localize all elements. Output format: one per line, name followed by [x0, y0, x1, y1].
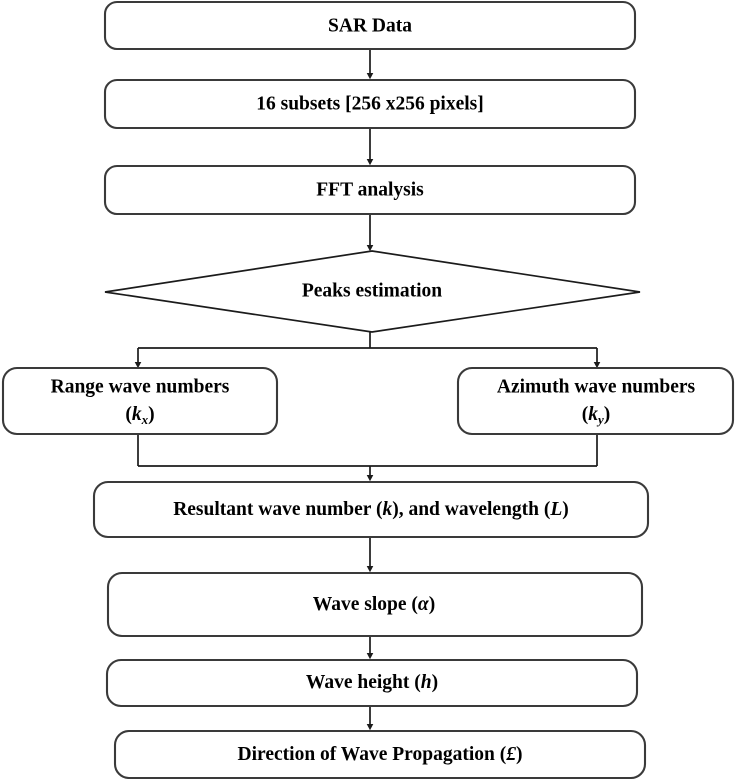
direction-text-part2: ) [516, 744, 523, 765]
node-subsets[interactable]: 16 subsets [256 x256 pixels] [103, 78, 637, 130]
resultant-text-part1: Resultant wave number ( [173, 499, 382, 520]
resultant-text-part3: ) [562, 499, 569, 520]
wave-slope-text-part1: Wave slope ( [313, 594, 418, 615]
range-paren-open: ( [125, 404, 132, 425]
range-wave-numbers-box [1, 366, 279, 436]
azimuth-paren-close: ) [604, 404, 611, 425]
resultant-text-part2: ), and wavelength ( [392, 499, 550, 520]
subsets-label: 16 subsets [256 x256 pixels] [256, 93, 484, 114]
azimuth-wave-numbers-label-line1: Azimuth wave numbers [497, 376, 696, 397]
direction-of-wave-propagation-label: Direction of Wave Propagation (£) [238, 744, 523, 765]
node-wave-height[interactable]: Wave height (h) [105, 658, 639, 708]
resultant-wave-number-label: Resultant wave number (k), and wavelengt… [173, 499, 569, 520]
azimuth-subscript-y: y [596, 412, 604, 427]
node-wave-slope[interactable]: Wave slope (α) [106, 571, 644, 638]
sar-data-box [103, 0, 637, 51]
node-fft-analysis[interactable]: FFT analysis [103, 164, 637, 216]
resultant-symbol-k: k [382, 499, 392, 520]
wave-slope-label: Wave slope (α) [313, 594, 435, 615]
node-resultant-wave-number[interactable]: Resultant wave number (k), and wavelengt… [92, 480, 650, 539]
node-direction-of-wave-propagation[interactable]: Direction of Wave Propagation (£) [113, 729, 647, 780]
range-wave-numbers-label-line2: (kx) [125, 404, 154, 427]
wave-height-text-part1: Wave height ( [306, 672, 421, 693]
azimuth-symbol-k: k [588, 404, 598, 425]
sar-data-label: SAR Data [328, 15, 412, 36]
wave-slope-symbol-alpha: α [418, 594, 430, 615]
resultant-symbol-L: L [549, 499, 562, 520]
azimuth-wave-numbers-label-line2: (ky) [582, 404, 611, 427]
node-sar-data[interactable]: SAR Data [103, 0, 637, 51]
range-paren-close: ) [148, 404, 155, 425]
node-range-wave-numbers[interactable]: Range wave numbers (kx) [1, 366, 279, 436]
direction-symbol-ell: £ [505, 744, 516, 765]
range-wave-numbers-label-line1: Range wave numbers [51, 376, 230, 397]
wave-slope-text-part2: ) [429, 594, 436, 615]
wave-height-text-part2: ) [432, 672, 439, 693]
connectors-layer [134, 49, 601, 731]
direction-of-wave-propagation-box [113, 729, 647, 780]
peaks-estimation-label: Peaks estimation [302, 280, 442, 301]
azimuth-paren-open: ( [582, 404, 589, 425]
range-symbol-k: k [132, 404, 142, 425]
wave-slope-box [106, 571, 644, 638]
subsets-box [103, 78, 637, 130]
wave-height-box [105, 658, 639, 708]
node-peaks-estimation[interactable]: Peaks estimation [104, 250, 641, 333]
node-azimuth-wave-numbers[interactable]: Azimuth wave numbers (ky) [456, 366, 735, 436]
direction-text-part1: Direction of Wave Propagation ( [238, 744, 507, 765]
peaks-estimation-diamond [104, 250, 641, 333]
range-subscript-x: x [141, 412, 149, 427]
fft-analysis-box [103, 164, 637, 216]
wave-height-label: Wave height (h) [306, 672, 438, 693]
resultant-wave-number-box [92, 480, 650, 539]
fft-analysis-label: FFT analysis [316, 179, 424, 200]
azimuth-wave-numbers-box [456, 366, 735, 436]
wave-height-symbol-h: h [421, 672, 432, 693]
